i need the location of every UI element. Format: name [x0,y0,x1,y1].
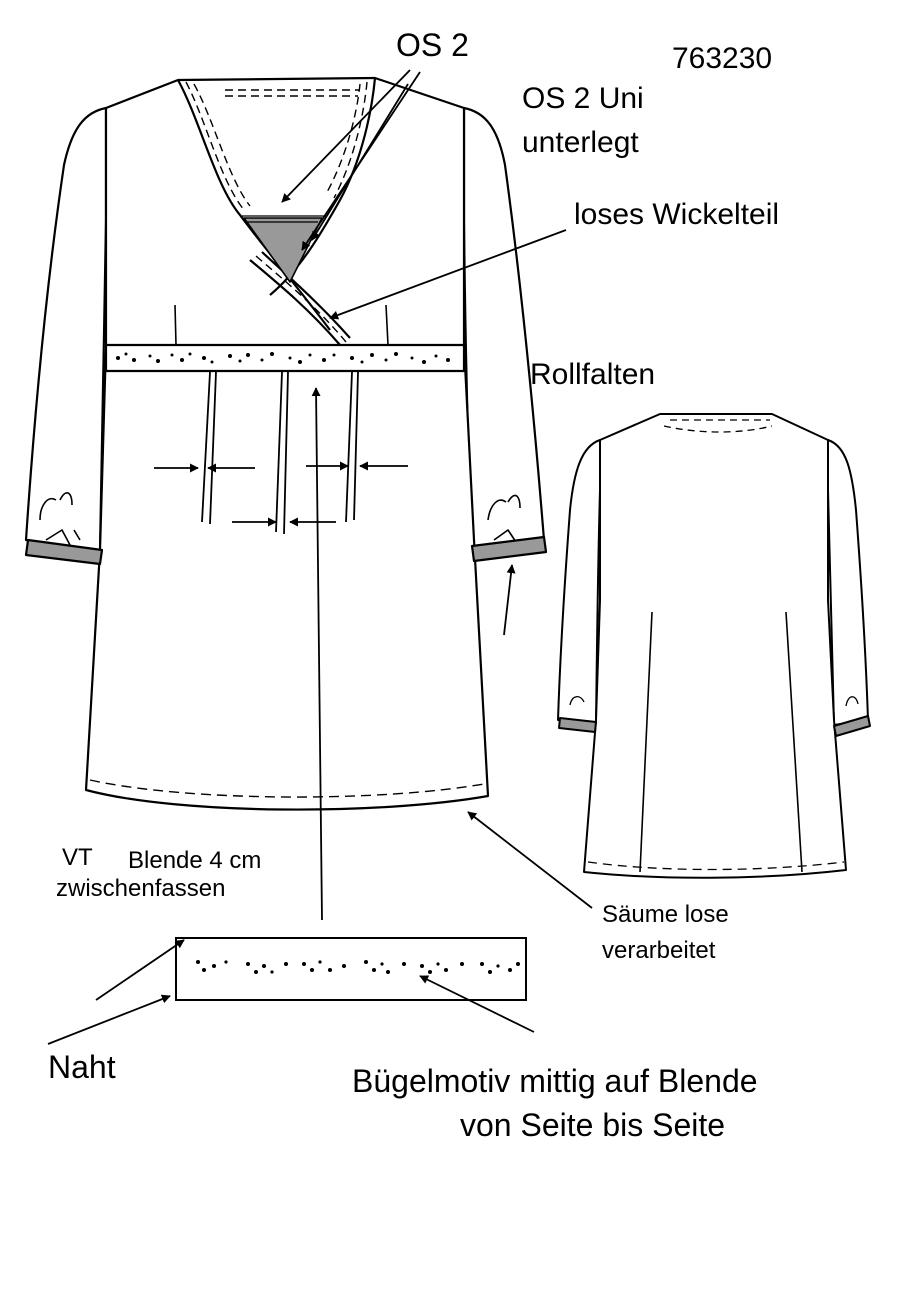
bust-dart-right [385,304,389,346]
back-hem-stitching [587,861,845,871]
inset-stitching [240,215,326,223]
article-number: 763230 [672,42,772,75]
arrow-seam-bottom [47,994,171,1045]
wrap-piece-edge [249,251,351,346]
band-detail [175,937,527,1001]
left-cuff [24,538,104,566]
right-sleeve [462,106,546,550]
label-hems-line2: verarbeitet [602,937,716,964]
label-motif: Bügelmotiv mittig auf Blende [352,1063,758,1099]
back-view [557,413,871,879]
label-motif-line2: von Seite bis Seite [460,1107,725,1143]
label-seam: Naht [48,1049,116,1085]
back-body [583,413,847,879]
label-hems: Säume lose [602,901,729,928]
arrow-os2-uni [311,83,409,241]
back-right-sleeve [827,439,869,726]
neckband-stitching [185,81,368,211]
right-cuff [470,535,548,563]
right-sleeve-gather [487,494,521,543]
callout-arrows [47,69,593,1045]
front-view [24,76,548,811]
back-seam-left [639,611,653,873]
band-rectangle [175,937,527,1001]
label-roll-pleats: Rollfalten [530,358,655,391]
left-sleeve-gather [39,492,81,546]
back-left-sleeve [557,439,601,726]
roll-pleat-lines [201,371,359,535]
waistband [104,343,466,373]
arrow-motif [419,975,535,1033]
wrap-piece-stitching [255,255,347,343]
waistband-motif [116,352,450,364]
bust-dart-left [174,304,177,346]
left-sleeve [24,106,108,552]
label-os2-uni: OS 2 Uni [522,82,644,115]
back-gathers [569,696,859,707]
label-loose-wrap: loses Wickelteil [574,198,779,231]
arrow-hem [467,811,593,909]
back-seam-right [785,611,803,873]
arrow-os2-a [281,69,411,203]
arrow-seam-top [95,939,185,1001]
label-os2: OS 2 [396,27,469,63]
label-band-line2: zwischenfassen [56,875,225,902]
label-unterlegt: unterlegt [522,126,639,159]
back-right-cuff [833,715,871,737]
arrow-waistband [311,387,323,921]
back-left-cuff [558,717,597,733]
arrow-cuff [503,564,516,636]
label-band: Blende 4 cm [128,847,261,874]
pleat-arrows [154,461,408,527]
arrow-wrap [329,229,567,320]
front-hem-stitching [89,779,485,798]
band-motif [196,960,520,974]
label-vt: VT [62,844,93,871]
back-neck-stitching [663,419,773,433]
